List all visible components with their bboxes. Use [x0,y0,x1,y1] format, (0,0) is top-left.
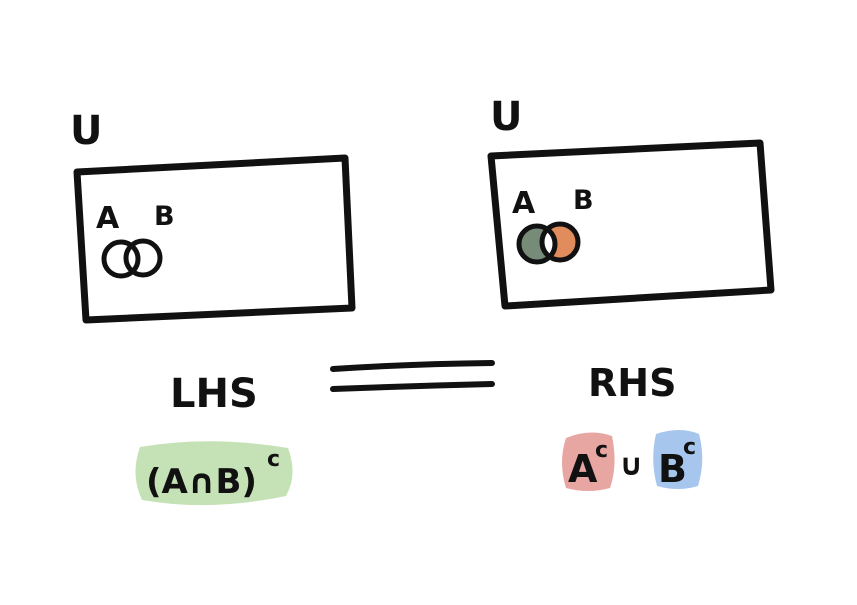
lhs-set-a-circle [101,239,141,279]
rhs-universe-label: U [490,94,522,140]
rhs-term-a-complement-sup: c [595,438,608,463]
lhs-formula: (A∩B) [146,462,257,502]
lhs-formula-complement-sup: c [267,447,280,472]
lhs-universe-label: U [70,108,102,154]
lhs-caption: LHS [170,371,258,417]
rhs-term-a: A [568,447,598,491]
lhs-set-b-circle [123,238,163,278]
lhs-set-b-label: B [154,201,175,232]
rhs-set-b-circle [539,221,581,263]
rhs-universe-rectangle [487,139,775,310]
equals-bottom-stroke [330,381,495,392]
rhs-term-b-highlight [653,430,703,489]
equals-top-stroke [330,360,495,372]
rhs-panel: U A B RHS A c ∪ B c [487,94,775,491]
rhs-caption: RHS [588,361,676,405]
rhs-set-a-circle [516,223,558,265]
lhs-formula-highlight [135,441,293,506]
equals-sign: = [330,360,495,392]
rhs-term-b-complement-sup: c [683,435,696,460]
rhs-union-symbol: ∪ [619,448,643,483]
rhs-set-b-label: B [573,185,594,216]
rhs-set-a-label: A [512,186,536,221]
rhs-term-a-highlight [562,432,615,491]
rhs-term-b: B [658,447,687,491]
lhs-panel: U A B LHS (A∩B) c [70,108,356,506]
lhs-set-a-label: A [96,201,120,236]
lhs-universe-rectangle [73,154,356,324]
